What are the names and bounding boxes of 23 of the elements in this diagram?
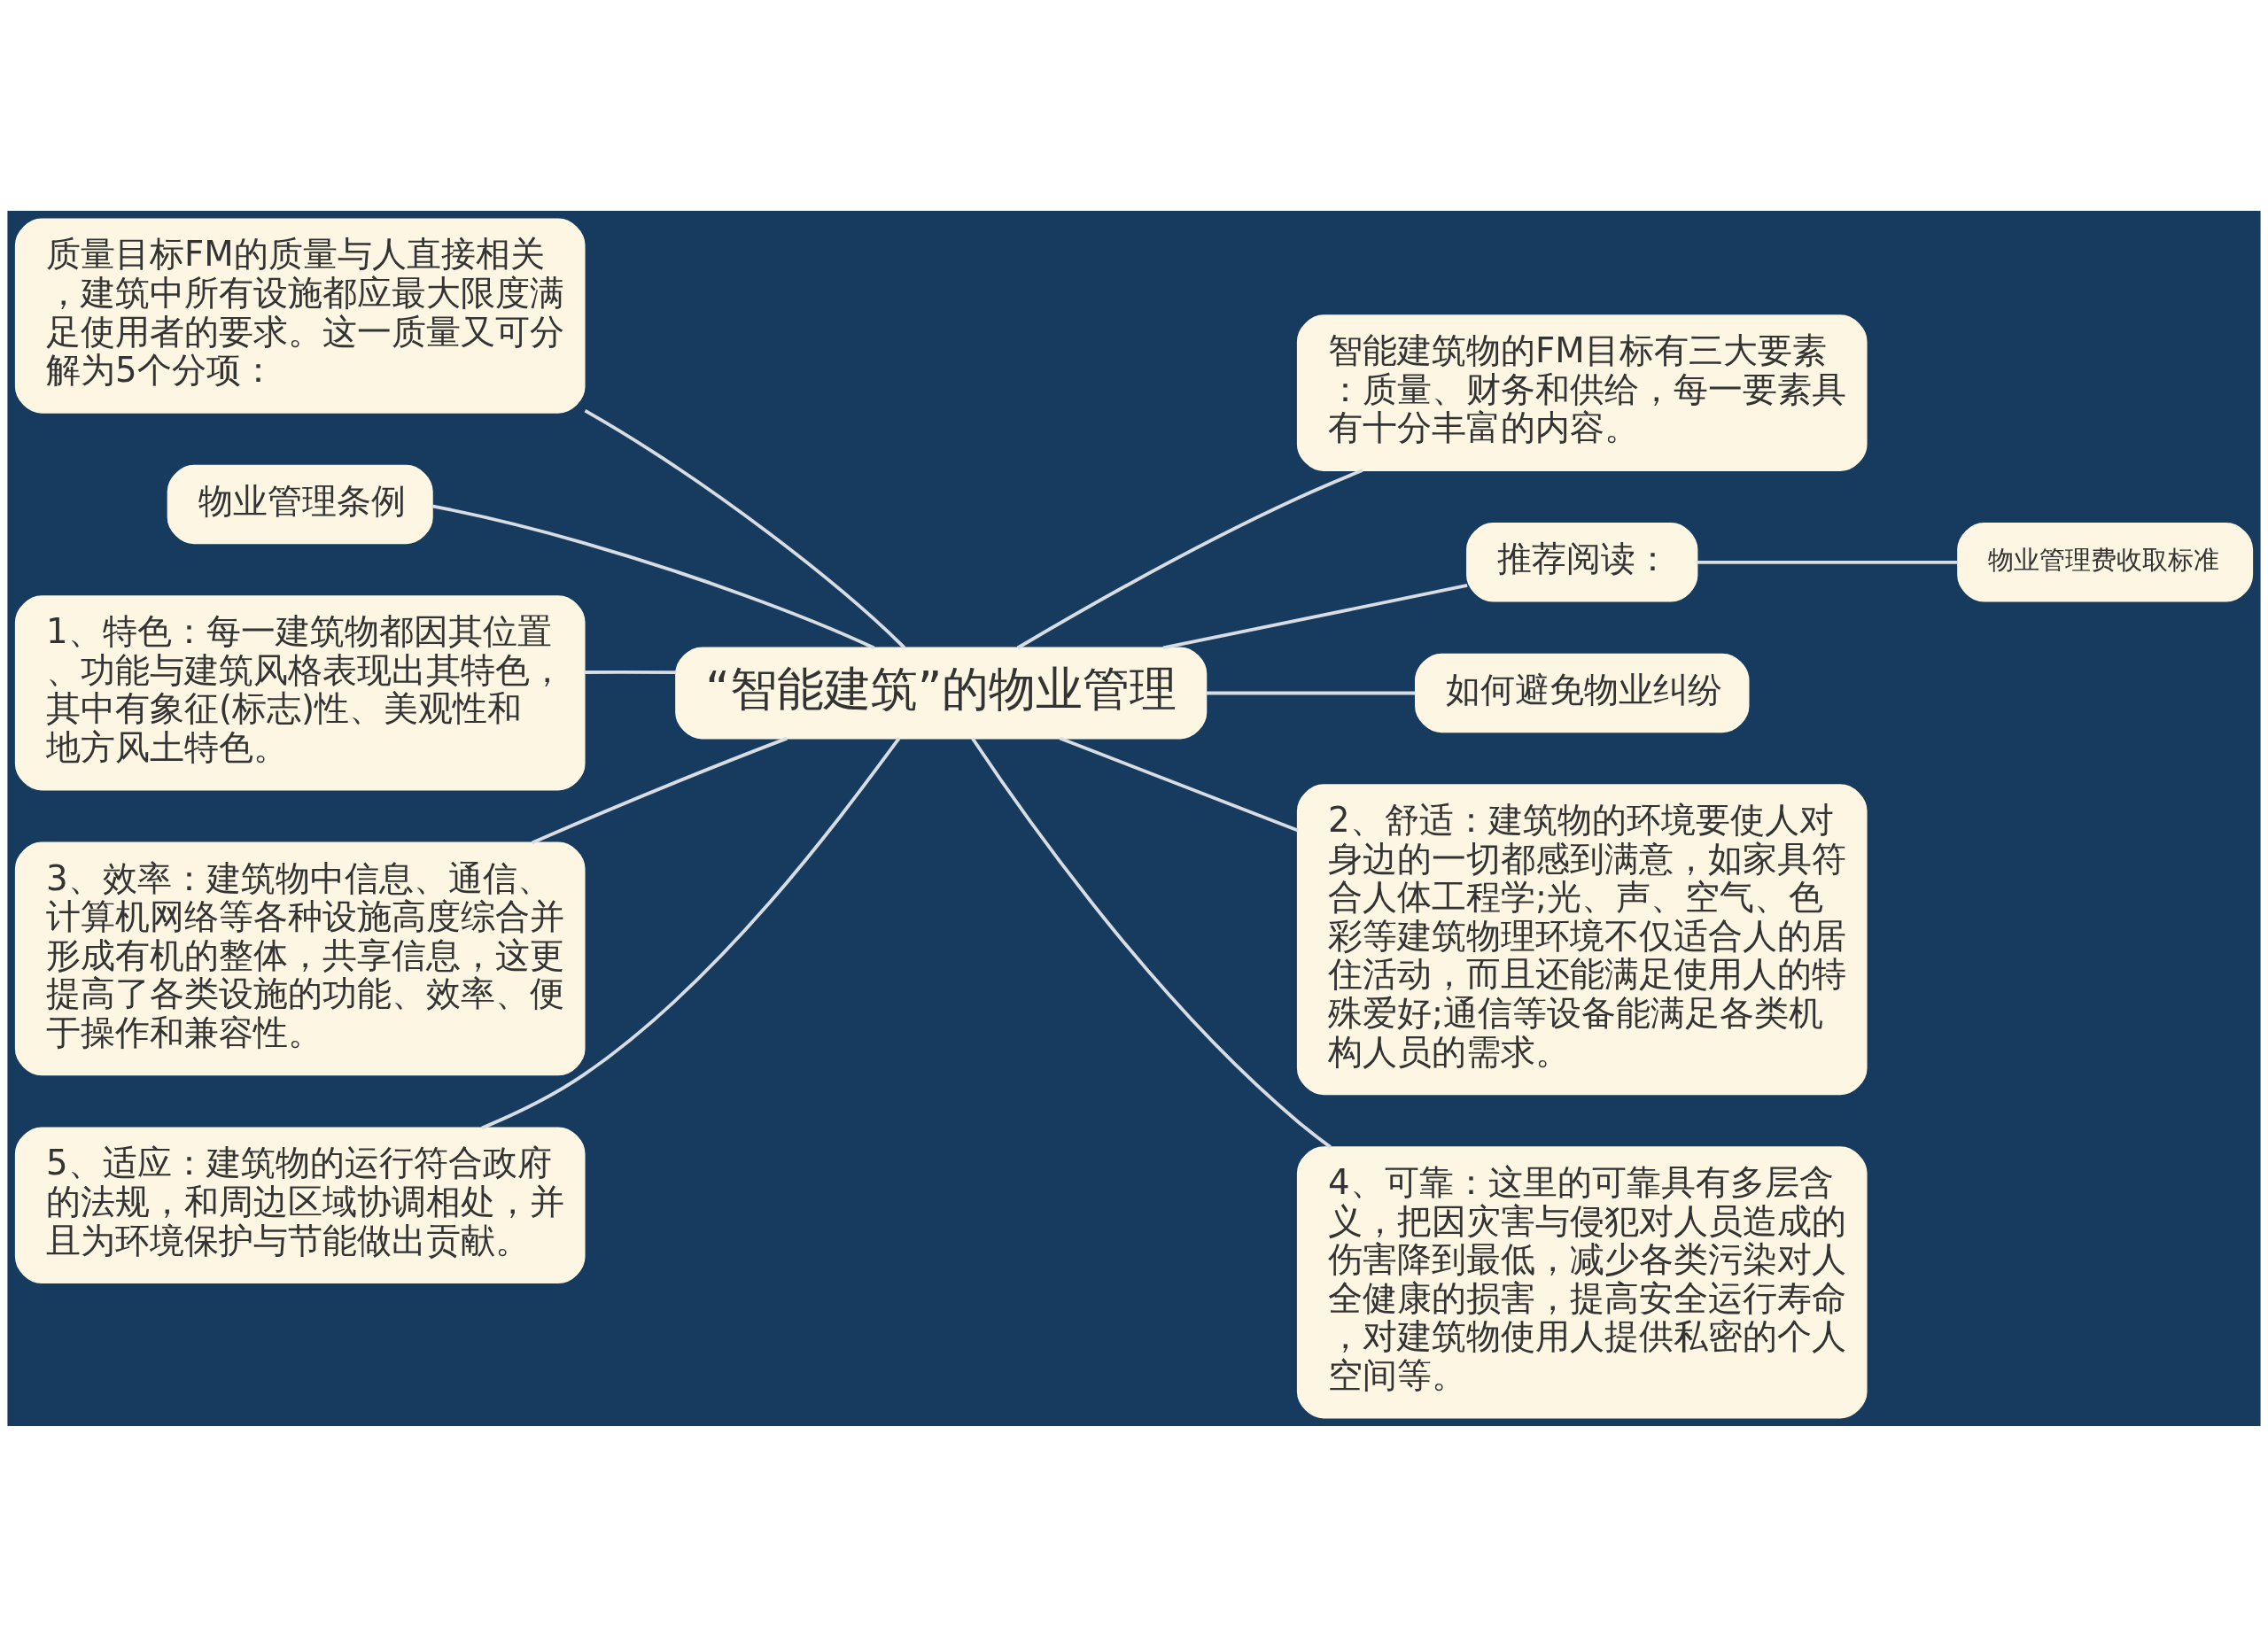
connector	[1016, 468, 1363, 649]
node-box: 5、适应：建筑物的运行符合政府的法规，和周边区域协调相处，并且为环境保护与节能做出贡献。	[14, 1126, 586, 1283]
node-box: 4、可靠：这里的可靠具有多层含义，把因灾害与侵犯对人员造成的伤害降到最低，减少各类污染对人全健康的损害，提高安全运行寿命，对建筑物使用人提供私密的个人空间等。	[1296, 1145, 1868, 1419]
connector	[1697, 560, 1959, 564]
connector	[584, 408, 906, 649]
connector	[971, 736, 1332, 1149]
node-box: 智能建筑物的FM目标有三大要素：质量、财务和供给，每一要素具有十分丰富的内容。	[1296, 314, 1868, 471]
node-box: “智能建筑”的物业管理	[675, 646, 1208, 739]
node-box: 物业管理条例	[167, 464, 433, 544]
connector	[584, 670, 677, 674]
node-box: 1、特色：每一建筑物都因其位置、功能与建筑风格表现出其特色，其中有象征(标志)性、美观性和地方风土特色。	[14, 594, 586, 791]
node-box: 如何避免物业纠纷	[1415, 653, 1750, 733]
node-box: 推荐阅读：	[1466, 522, 1698, 602]
node-box: 3、效率：建筑物中信息、通信、计算机网络等各种设施高度综合并形成有机的整体，共享信息，这更提高了各类设施的功能、效率、便于操作和兼容性。	[14, 841, 586, 1075]
node-box: 质量目标FM的质量与人直接相关，建筑中所有设施都应最大限度满足使用者的要求。这一质量又可分解为5个分项：	[14, 217, 586, 414]
node-box: 物业管理费收取标准	[1957, 522, 2254, 602]
connector	[431, 503, 875, 649]
connector	[1059, 736, 1299, 832]
connector	[481, 736, 901, 1129]
node-box: 2、舒适：建筑物的环境要使人对身边的一切都感到满意，如家具符合人体工程学;光、声、空气、色彩等建筑物理环境不仅适合人的居住活动，而且还能满足使用人的特殊爱好;通信等设备能满足各类机构人员的需求。	[1296, 783, 1868, 1095]
connector	[1206, 691, 1416, 694]
connector	[1162, 583, 1468, 649]
connector	[531, 736, 788, 844]
